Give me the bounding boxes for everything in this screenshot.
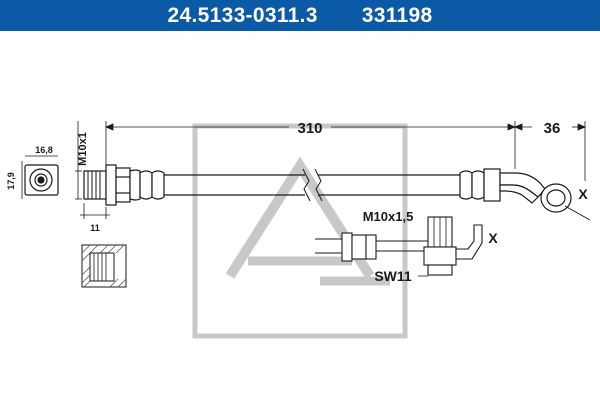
end-width-label: 16,8 — [35, 145, 53, 155]
right-fitting — [459, 168, 591, 221]
left-fitting — [83, 164, 165, 206]
hose-body — [164, 168, 460, 202]
thread-vertical-label: M10x1 — [77, 132, 89, 166]
detail-view — [315, 216, 483, 276]
fitting-length-label: 11 — [90, 223, 100, 233]
end-marker-label: X — [578, 186, 588, 202]
part-number: 24.5133-0311.3 — [167, 3, 318, 27]
end-height-label: 17,9 — [6, 172, 16, 190]
ate-logo-watermark — [192, 123, 408, 339]
end-view — [21, 155, 59, 199]
technical-drawing: 16,8 17,9 M10x1 11 — [6, 120, 591, 339]
reference-number: 331198 — [361, 3, 433, 27]
thread-detail-label: M10x1,5 — [363, 209, 414, 224]
length-dimension — [104, 121, 587, 181]
end-offset-label: 36 — [544, 120, 561, 137]
title-text: 24.5133-0311.3 331198 — [168, 4, 433, 28]
section-view — [81, 244, 127, 288]
wrench-size-label: SW11 — [374, 268, 412, 284]
detail-marker-label: X — [488, 230, 498, 246]
hose-length-label: 310 — [297, 120, 322, 137]
title-bar: 24.5133-0311.3 331198 — [0, 0, 600, 31]
